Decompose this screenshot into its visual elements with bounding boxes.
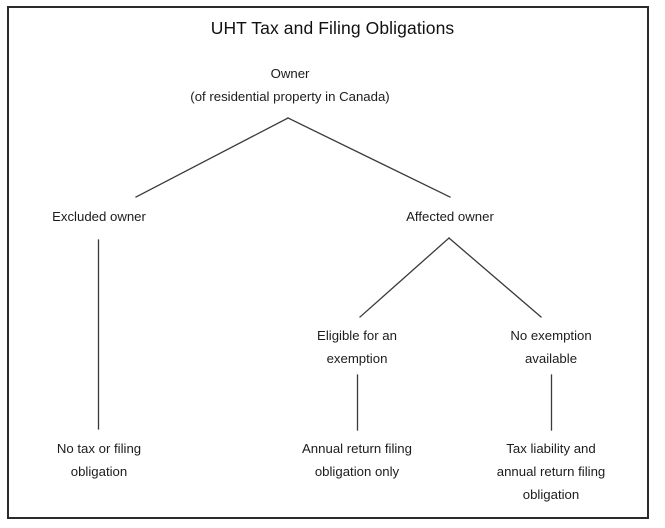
node-outcome-eligible-line-2: obligation only	[314, 464, 400, 479]
node-outcome-excluded-line-2: obligation	[70, 464, 128, 479]
node-excluded-owner: Excluded owner	[19, 205, 179, 228]
node-affected-owner: Affected owner	[370, 205, 530, 228]
node-no-exemption-available: No exemption available	[481, 324, 621, 370]
node-no-exemption-line-2: available	[524, 351, 578, 366]
node-outcome-no-tax-or-filing: No tax or filing obligation	[29, 437, 169, 483]
node-outcome-no-exemption-line-3: obligation	[522, 487, 580, 502]
node-owner-line-1: Owner	[270, 66, 310, 81]
node-outcome-tax-liability-and-return: Tax liability and annual return filing o…	[481, 437, 621, 506]
node-eligible-line-2: exemption	[326, 351, 388, 366]
node-outcome-excluded-line-1: No tax or filing	[56, 441, 142, 456]
node-outcome-annual-return-only: Annual return filing obligation only	[282, 437, 432, 483]
node-owner: Owner (of residential property in Canada…	[140, 62, 440, 108]
node-outcome-no-exemption-line-2: annual return filing	[496, 464, 606, 479]
figure-border	[7, 6, 649, 519]
node-outcome-eligible-line-1: Annual return filing	[302, 441, 412, 456]
node-eligible-line-1: Eligible for an	[317, 328, 397, 343]
node-affected-owner-line-1: Affected owner	[406, 209, 494, 224]
node-owner-line-2: (of residential property in Canada)	[190, 89, 390, 104]
node-outcome-no-exemption-line-1: Tax liability and	[506, 441, 596, 456]
figure-title: UHT Tax and Filing Obligations	[210, 18, 455, 38]
node-excluded-owner-line-1: Excluded owner	[52, 209, 146, 224]
node-eligible-for-exemption: Eligible for an exemption	[287, 324, 427, 370]
node-no-exemption-line-1: No exemption	[510, 328, 592, 343]
